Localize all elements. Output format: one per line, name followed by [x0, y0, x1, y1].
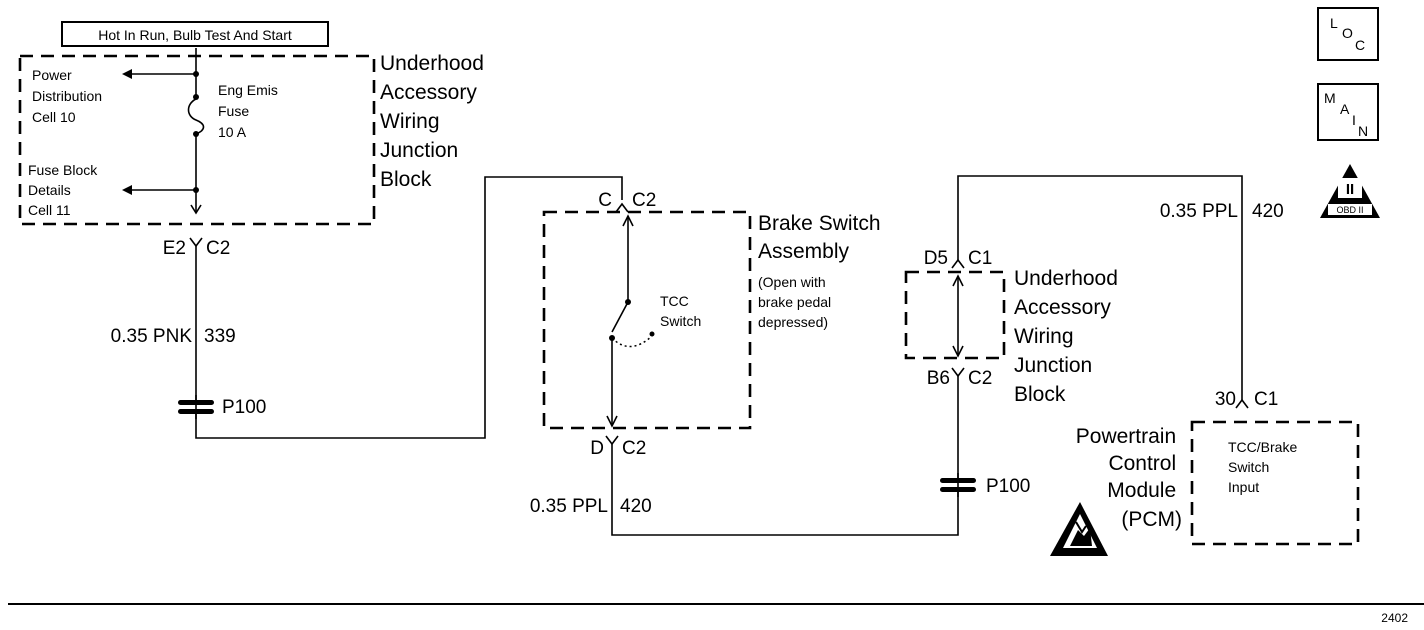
splice-left-label: P100 [222, 397, 266, 418]
underhood-junction-block-left: Power Distribution Cell 10 Fuse Block De… [18, 48, 490, 226]
wire-420-mid-circuit: 420 [620, 496, 652, 517]
c-connector-label: C2 [632, 190, 656, 211]
pcm-input-label: TCC/Brake Switch Input [1228, 439, 1301, 495]
pin-30-label: 30 [1215, 389, 1236, 410]
svg-text:L: L [1330, 15, 1338, 31]
pcm-module: TCC/Brake Switch Input Powertrain Contro… [1076, 420, 1360, 546]
svg-text:I: I [1352, 112, 1356, 128]
d5-pin-label: D5 [924, 248, 948, 269]
brake-switch-assembly: TCC Switch Brake Switch Assembly (Open w… [542, 210, 886, 430]
splice-p100-left: P100 [178, 395, 266, 419]
b6-pin-label: B6 [927, 368, 950, 389]
underhood-junction-block-right: Underhood Accessory Wiring Junction Bloc… [904, 267, 1124, 406]
wire-339-circuit: 339 [204, 326, 236, 347]
svg-text:O: O [1342, 25, 1353, 41]
d5-connector-label: C1 [968, 248, 992, 269]
connector-c-c2: C C2 [598, 190, 656, 213]
e2-pin-label: E2 [163, 238, 186, 259]
svg-text:N: N [1358, 123, 1368, 139]
b6-connector-label: C2 [968, 368, 992, 389]
connector-b6-c2: B6 C2 [927, 367, 992, 389]
hot-in-run-header: Hot In Run, Bulb Test And Start [61, 21, 329, 47]
fuse-symbol [187, 98, 205, 135]
connector-e2-c2: E2 C2 [163, 237, 230, 259]
loc-icon: L O C [1317, 7, 1379, 61]
junction-block-right-name: Underhood Accessory Wiring Junction Bloc… [1014, 267, 1124, 406]
connector-30-c1: 30 C1 [1215, 389, 1278, 410]
wire-420-right: 0.35 PPL 420 [957, 175, 1284, 400]
header-label: Hot In Run, Bulb Test And Start [98, 27, 292, 43]
figure-number: 2402 [1381, 611, 1408, 625]
junction-block-left-name: Underhood Accessory Wiring Junction Bloc… [380, 52, 490, 191]
brake-switch-note: (Open with brake pedal depressed) [758, 274, 835, 330]
e2-connector-label: C2 [206, 238, 230, 259]
fuse-block-details-label: Fuse Block Details Cell 11 [28, 162, 101, 218]
d-pin-label: D [590, 438, 604, 459]
splice-right-label: P100 [986, 476, 1030, 497]
tcc-switch-label: TCC Switch [660, 293, 701, 329]
d-connector-label: C2 [622, 438, 646, 459]
eng-emis-fuse-label: Eng Emis Fuse 10 A [218, 82, 282, 140]
svg-text:M: M [1324, 90, 1336, 106]
wire-420-mid-size-color: 0.35 PPL [530, 496, 608, 517]
svg-text:OBD II: OBD II [1336, 205, 1363, 215]
splice-p100-right: P100 [940, 473, 1030, 497]
svg-text:A: A [1340, 101, 1350, 117]
power-distribution-label: Power Distribution Cell 10 [32, 67, 106, 125]
wire-420-mid: 0.35 PPL 420 [530, 444, 959, 536]
pin-30-connector-label: C1 [1254, 389, 1278, 410]
wire-420-right-size-color: 0.35 PPL [1160, 201, 1238, 222]
svg-text:C: C [1355, 37, 1365, 53]
c-pin-label: C [598, 190, 612, 211]
wire-339: 0.35 PNK 339 [111, 246, 236, 400]
wire-420-right-circuit: 420 [1252, 201, 1284, 222]
esd-warning-icon [1050, 502, 1108, 556]
connector-d-c2: D C2 [590, 435, 646, 459]
main-icon: M A I N [1317, 83, 1379, 141]
obd-ii-icon: II OBD II [1320, 164, 1380, 218]
wire-339-route [195, 176, 623, 439]
wire-339-size-color: 0.35 PNK [111, 326, 193, 347]
svg-text:II: II [1346, 181, 1354, 198]
pcm-name: Powertrain Control Module (PCM) [1076, 425, 1182, 531]
brake-switch-name: Brake Switch Assembly [758, 212, 886, 263]
